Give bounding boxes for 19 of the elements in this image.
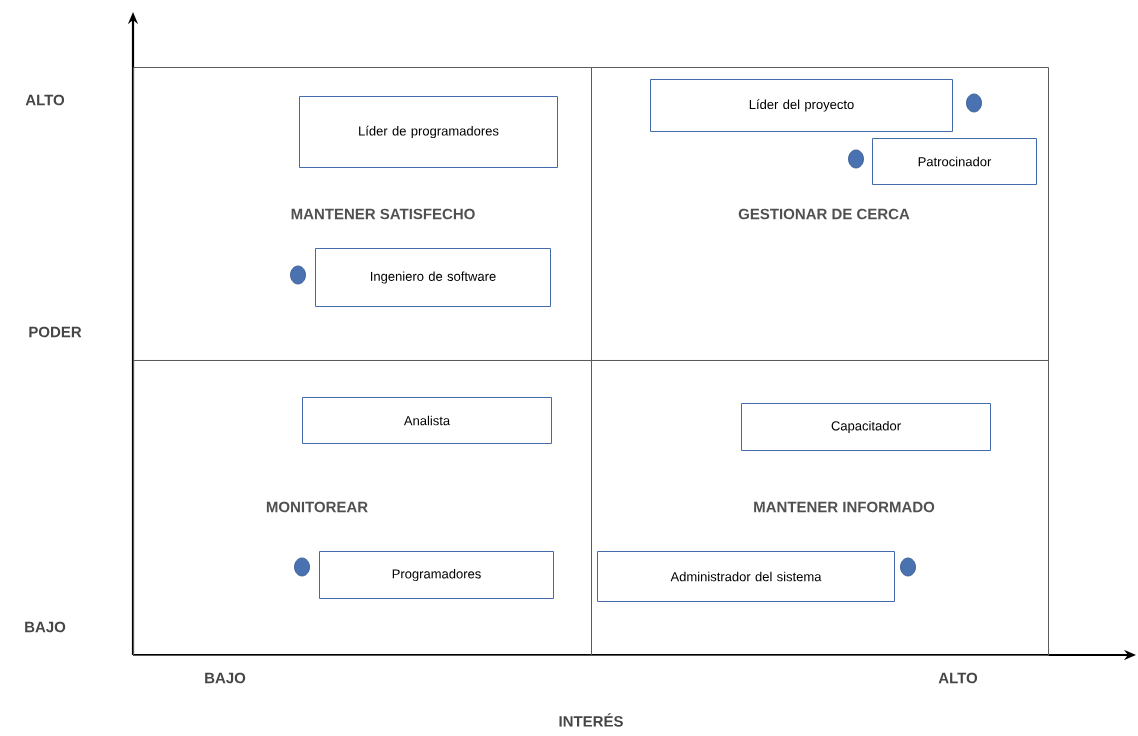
stakeholder-box: Capacitador: [741, 403, 991, 451]
stakeholder-box: Líder del proyecto: [650, 79, 953, 132]
stakeholder-box: Administrador del sistema: [597, 551, 895, 602]
marker-dot: [294, 557, 310, 577]
stakeholder-box: Ingeniero de software: [315, 248, 551, 307]
axis-label: ALTO: [25, 94, 65, 106]
stakeholder-box: Patrocinador: [872, 138, 1037, 185]
stakeholder-box: Analista: [302, 397, 552, 444]
axis-label: INTERÉS: [559, 713, 623, 727]
axis-label: PODER: [29, 326, 82, 338]
marker-dot: [900, 557, 916, 577]
stakeholder-box: Líder de programadores: [299, 96, 558, 168]
marker-dot: [848, 149, 864, 169]
marker-dot: [966, 93, 982, 113]
axis-label: ALTO: [938, 672, 978, 684]
axis-label: BAJO: [205, 672, 246, 684]
stakeholder-box: Programadores: [319, 551, 554, 599]
axis-label: BAJO: [25, 621, 66, 633]
marker-dot: [290, 265, 306, 285]
